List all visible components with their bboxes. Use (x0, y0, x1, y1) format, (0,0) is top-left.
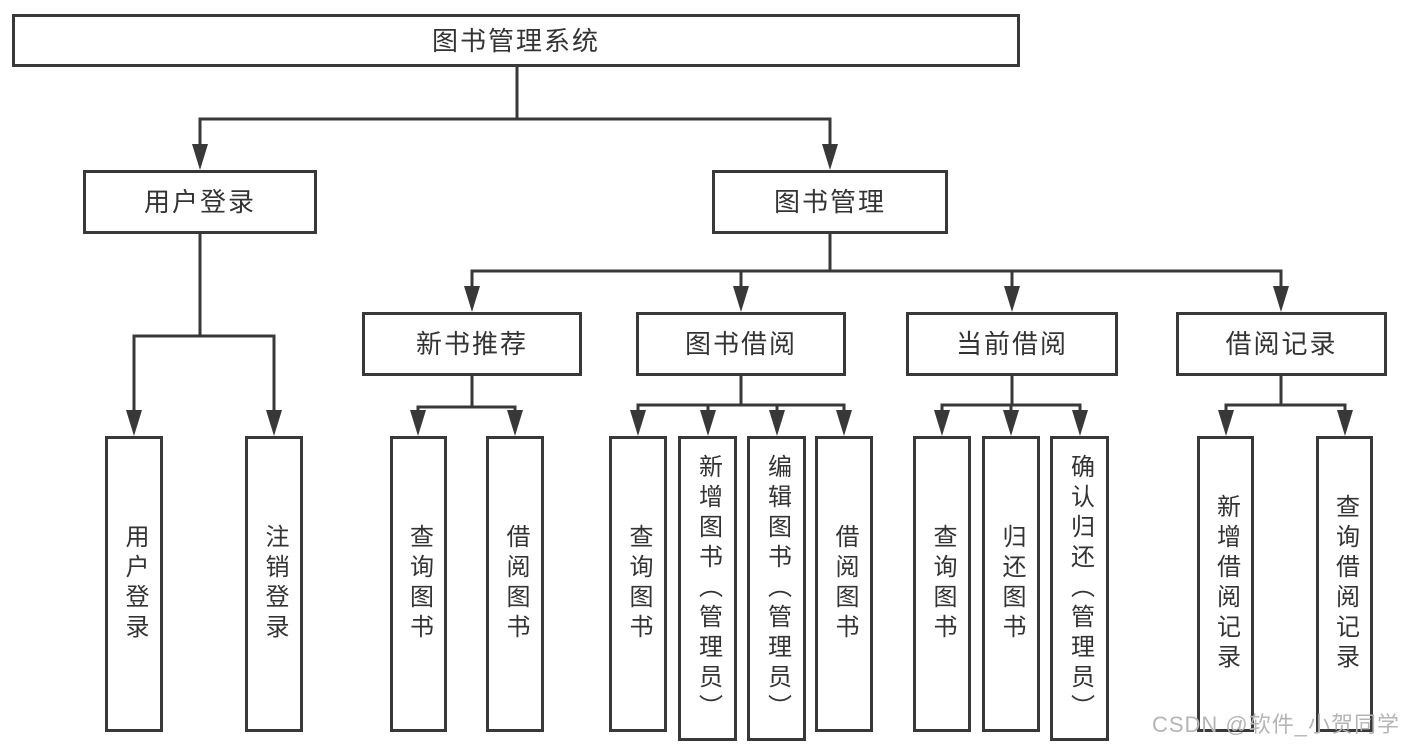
arrowhead-icons (126, 144, 1353, 436)
node-user-login: 用户登录 (83, 170, 317, 234)
node-book-borrowing: 图书借阅 (636, 312, 846, 376)
node-new-book-recommendation: 新书推荐 (362, 312, 582, 376)
leaf-borrow-books-borrowing: 借阅图书 (815, 436, 873, 732)
leaf-logout: 注销登录 (245, 436, 303, 732)
watermark-csdn: CSDN @软件_小贺同学 (1151, 712, 1400, 737)
tree-edge-lines (132, 65, 1347, 416)
leaf-edit-books-admin: 编辑图书（管理员） (747, 436, 806, 741)
leaf-return-books: 归还图书 (982, 436, 1040, 732)
leaf-query-books-borrowing: 查询图书 (609, 436, 667, 732)
node-borrowing-records: 借阅记录 (1176, 312, 1387, 376)
leaf-confirm-return-admin: 确认归还（管理员） (1050, 436, 1109, 741)
leaf-query-books-current: 查询图书 (913, 436, 971, 732)
leaf-query-books-recommendation: 查询图书 (390, 436, 447, 732)
node-current-borrowing: 当前借阅 (906, 312, 1118, 376)
leaf-borrow-books-recommendation: 借阅图书 (486, 436, 544, 732)
leaf-user-login: 用户登录 (105, 436, 163, 732)
leaf-query-borrow-record: 查询借阅记录 (1316, 436, 1373, 732)
node-book-management: 图书管理 (712, 170, 948, 234)
leaf-add-borrow-record: 新增借阅记录 (1197, 436, 1254, 732)
node-library-management-system: 图书管理系统 (12, 14, 1020, 67)
leaf-add-books-admin: 新增图书（管理员） (678, 436, 737, 741)
